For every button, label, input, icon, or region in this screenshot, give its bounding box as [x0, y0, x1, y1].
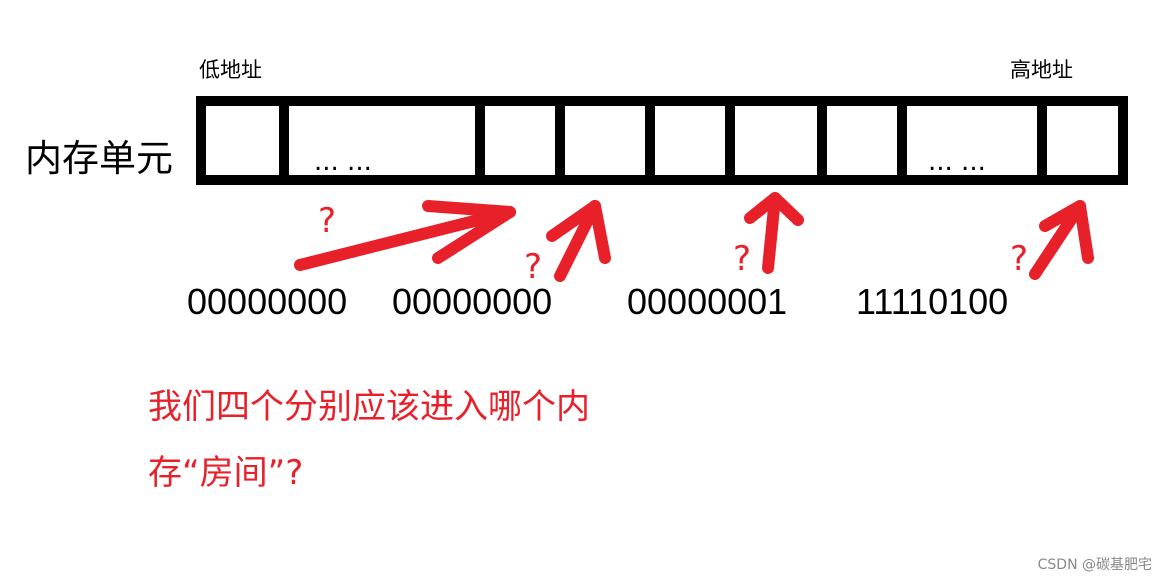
- memory-cell: [725, 96, 827, 185]
- memory-cells: [196, 96, 1128, 185]
- arrow-2: [546, 200, 611, 282]
- memory-cell: [645, 96, 735, 185]
- byte-value-1: 00000000: [187, 281, 348, 322]
- ellipsis-cell-8: ... ...: [928, 147, 986, 177]
- arrow-4: [1029, 200, 1094, 280]
- memory-cell: [817, 96, 907, 185]
- ellipsis-cell-2: ... ...: [314, 147, 372, 177]
- byte-value-3: 00000001: [627, 281, 788, 322]
- watermark: CSDN @碳基肥宅: [1037, 557, 1152, 573]
- arrow-3: [744, 192, 804, 274]
- question-mark-4: ?: [1010, 239, 1028, 279]
- question-mark-1: ?: [318, 201, 336, 241]
- memory-cell: [475, 96, 565, 185]
- low-address-label: 低地址: [199, 58, 262, 82]
- question-line-2: 存“房间”?: [148, 453, 304, 493]
- memory-cell: [555, 96, 655, 185]
- question-mark-3: ?: [733, 239, 751, 279]
- memory-unit-title: 内存单元: [25, 137, 173, 180]
- arrows: [294, 192, 1094, 282]
- question-text: 我们四个分别应该进入哪个内 存“房间”?: [148, 374, 708, 506]
- byte-value-2: 00000000: [392, 281, 553, 322]
- memory-cell: [196, 96, 289, 185]
- question-marks: ? ? ? ?: [318, 201, 1028, 287]
- high-address-label: 高地址: [1010, 58, 1073, 82]
- question-line-1: 我们四个分别应该进入哪个内: [148, 387, 590, 427]
- byte-value-4: 11110100: [856, 281, 1009, 322]
- question-mark-2: ?: [524, 247, 542, 287]
- memory-cell: [1037, 96, 1128, 185]
- arrow-1: [294, 200, 516, 271]
